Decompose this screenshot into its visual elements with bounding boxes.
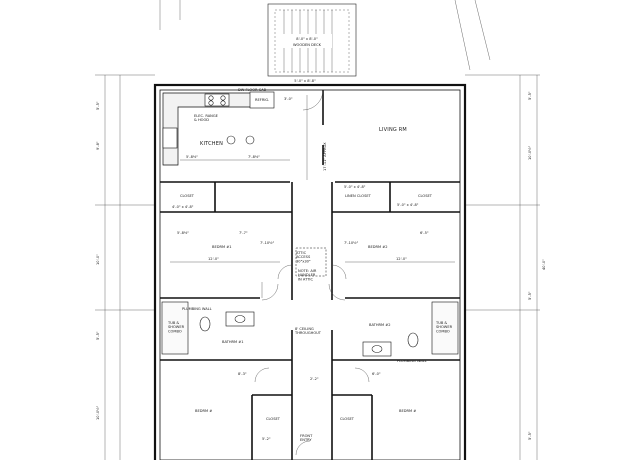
left-dim-top: 5'-5" xyxy=(96,101,100,110)
right-dim-b3: 5'-5" xyxy=(528,431,532,440)
refrigerator-icon xyxy=(249,91,275,109)
right-dim-b1: 10'-0½" xyxy=(528,145,532,160)
interior-walls xyxy=(160,90,460,460)
linen-label: LINEN CLOSET xyxy=(345,194,372,198)
room-labels: ELEC. RANGE& HOOD REFRIG. DW FLOOR CAB K… xyxy=(167,88,453,442)
plumbing-wall-right: PLUMBING WALL xyxy=(397,359,427,363)
bath-right-label: BATHRM #2 xyxy=(369,323,391,327)
refrig-label: REFRIG. xyxy=(255,98,269,102)
bedrm-right-width: 12'-0" xyxy=(396,257,407,261)
left-dim-mid: 9'-8" xyxy=(96,141,100,150)
bath-left-fixtures xyxy=(161,301,255,355)
closet-bottom-left-label: CLOSET xyxy=(266,417,281,421)
left-dim-b3: 10'-0½" xyxy=(96,405,100,420)
closet-bottom-right-label: CLOSET xyxy=(340,417,355,421)
bathtub-icon xyxy=(161,301,189,355)
bathtub-icon xyxy=(431,301,459,355)
bedrm-bottom-left-label: BEDRM # xyxy=(195,409,212,413)
bed-bottom-dim-1: 8'-3" xyxy=(238,372,247,376)
bed-left-dim-2: 7'-7" xyxy=(239,231,248,235)
dimension-text: 5'-8½" 7'-8½" 5'-8½" 7'-7" 7'-10½" 7'-10… xyxy=(96,91,546,441)
right-dim-top: 5'-5" xyxy=(528,91,532,100)
vanity-icon xyxy=(225,311,255,327)
vanity-icon xyxy=(362,341,392,357)
toilet-icon xyxy=(407,332,419,348)
approx-label: 17'-11" APPROX xyxy=(323,142,327,171)
stool-icon xyxy=(226,135,236,145)
kitchen-dim-2: 7'-8½" xyxy=(248,155,260,159)
wooden-deck: 8'-0" x 8'-0" WOODEN DECK 5'-0" x 8'-8" xyxy=(267,3,357,83)
bath-right-fixtures xyxy=(362,301,459,357)
sink-icon xyxy=(162,127,178,149)
closet-right-label: CLOSET xyxy=(418,194,433,198)
closet-bottom-dim: 5'-2" xyxy=(262,437,271,441)
bed-left-dim-1: 5'-8½" xyxy=(177,231,189,235)
kitchen-counters xyxy=(162,91,275,166)
deck-size: 8'-0" x 8'-0" xyxy=(296,37,318,41)
living-label: LIVING RM xyxy=(379,127,407,133)
range-label: ELEC. RANGE& HOOD xyxy=(194,114,219,122)
plumbing-wall-left: PLUMBING WALL xyxy=(182,307,212,311)
exterior-walls xyxy=(153,83,467,460)
kitchen-label: KITCHEN xyxy=(200,141,223,147)
bed-left-dim-3: 7'-10½" xyxy=(260,241,275,245)
bed-bottom-dim-2: 6'-0" xyxy=(372,372,381,376)
bedrm-right-label: BEDRM #2 xyxy=(368,245,388,249)
attic-access xyxy=(295,247,327,277)
door-swings xyxy=(254,89,370,456)
right-dim-b2: 5'-5" xyxy=(528,291,532,300)
left-dim-b2: 5'-5" xyxy=(96,331,100,340)
right-dim-total: 40'-0" xyxy=(542,259,546,270)
bedrm-left-label: BEDRM #1 xyxy=(212,245,232,249)
stool-icon xyxy=(245,135,255,145)
hall-bottom-dim: 2'-2" xyxy=(310,377,319,381)
bedrm-bottom-right-label: BEDRM # xyxy=(399,409,416,413)
closet-right-dim: 5'-0" x 4'-8" xyxy=(397,203,419,207)
bed-right-dim-1: 7'-10½" xyxy=(344,241,359,245)
bedrm-left-width: 12'-0" xyxy=(208,257,219,261)
closet-left-dim: 4'-0" x 4'-8" xyxy=(172,205,194,209)
toilet-icon xyxy=(199,316,211,332)
stove-icon xyxy=(204,93,230,107)
dw-note: DW FLOOR CAB xyxy=(238,88,267,92)
kitchen-dim-1: 5'-8½" xyxy=(186,155,198,159)
bed-right-dim-2: 6'-5" xyxy=(420,231,429,235)
closet-left-label: CLOSET xyxy=(180,194,195,198)
bath-left-label: BATHRM #1 xyxy=(222,340,244,344)
hall-dim: 3'-0" xyxy=(284,97,293,101)
linen-dim: 5'-0" x 4'-8" xyxy=(344,185,366,189)
left-dim-bottom: 10'-0" xyxy=(96,254,100,265)
stair-dim: 5'-0" x 8'-8" xyxy=(294,79,316,83)
dimension-lines xyxy=(104,75,538,460)
deck-label: WOODEN DECK xyxy=(293,43,322,47)
